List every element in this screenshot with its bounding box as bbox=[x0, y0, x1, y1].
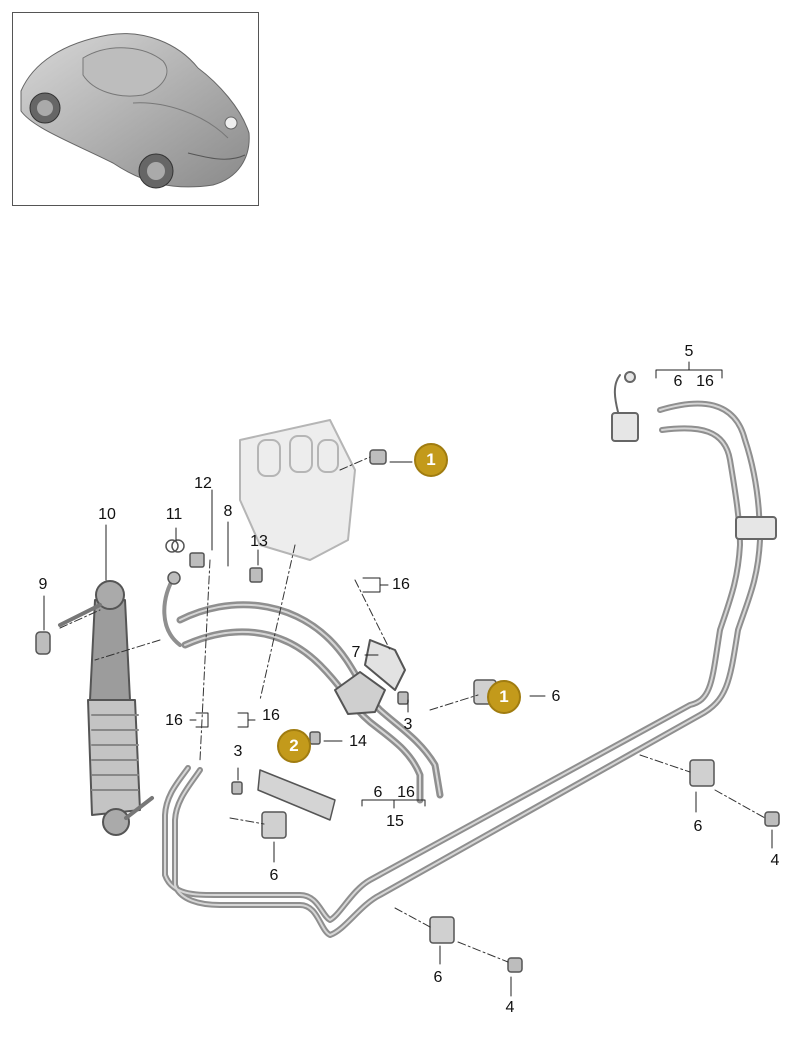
callout-10[interactable]: 10 bbox=[98, 506, 116, 523]
callout-4[interactable]: 4 bbox=[505, 999, 515, 1016]
badge-1-upper[interactable]: 1 bbox=[414, 443, 448, 477]
callout-3[interactable]: 3 bbox=[403, 716, 413, 733]
valve-block bbox=[239, 419, 356, 561]
callout-6[interactable]: 6 bbox=[693, 818, 703, 835]
callout-15[interactable]: 15 bbox=[386, 813, 404, 830]
callout-11[interactable]: 11 bbox=[165, 506, 183, 523]
callout-6[interactable]: 6 bbox=[551, 688, 561, 705]
callout-6[interactable]: 6 bbox=[269, 867, 279, 884]
callout-12[interactable]: 12 bbox=[194, 475, 212, 492]
callout-16[interactable]: 16 bbox=[392, 576, 410, 593]
callout-7[interactable]: 7 bbox=[351, 644, 361, 661]
callout-16[interactable]: 16 bbox=[165, 712, 183, 729]
callout-5[interactable]: 5 bbox=[684, 343, 694, 360]
badge-2[interactable]: 2 bbox=[277, 729, 311, 763]
callout-16[interactable]: 16 bbox=[397, 784, 415, 801]
callout-13[interactable]: 13 bbox=[250, 533, 268, 550]
badge-1-lower[interactable]: 1 bbox=[487, 680, 521, 714]
leader-lines bbox=[43, 361, 773, 997]
callout-6[interactable]: 6 bbox=[673, 373, 683, 390]
callout-16[interactable]: 16 bbox=[696, 373, 714, 390]
callout-6[interactable]: 6 bbox=[433, 969, 443, 986]
callout-3[interactable]: 3 bbox=[233, 743, 243, 760]
car-thumbnail-icon bbox=[20, 33, 250, 189]
callout-16[interactable]: 16 bbox=[262, 707, 280, 724]
pipe-clamp-center bbox=[334, 639, 406, 715]
callout-4[interactable]: 4 bbox=[770, 852, 780, 869]
vehicle-thumbnail[interactable] bbox=[12, 12, 259, 206]
callout-6[interactable]: 6 bbox=[373, 784, 383, 801]
shock-absorber bbox=[58, 580, 154, 836]
callout-8[interactable]: 8 bbox=[223, 503, 233, 520]
callout-14[interactable]: 14 bbox=[349, 733, 367, 750]
upper-right-fittings bbox=[611, 371, 777, 540]
callout-9[interactable]: 9 bbox=[38, 576, 48, 593]
